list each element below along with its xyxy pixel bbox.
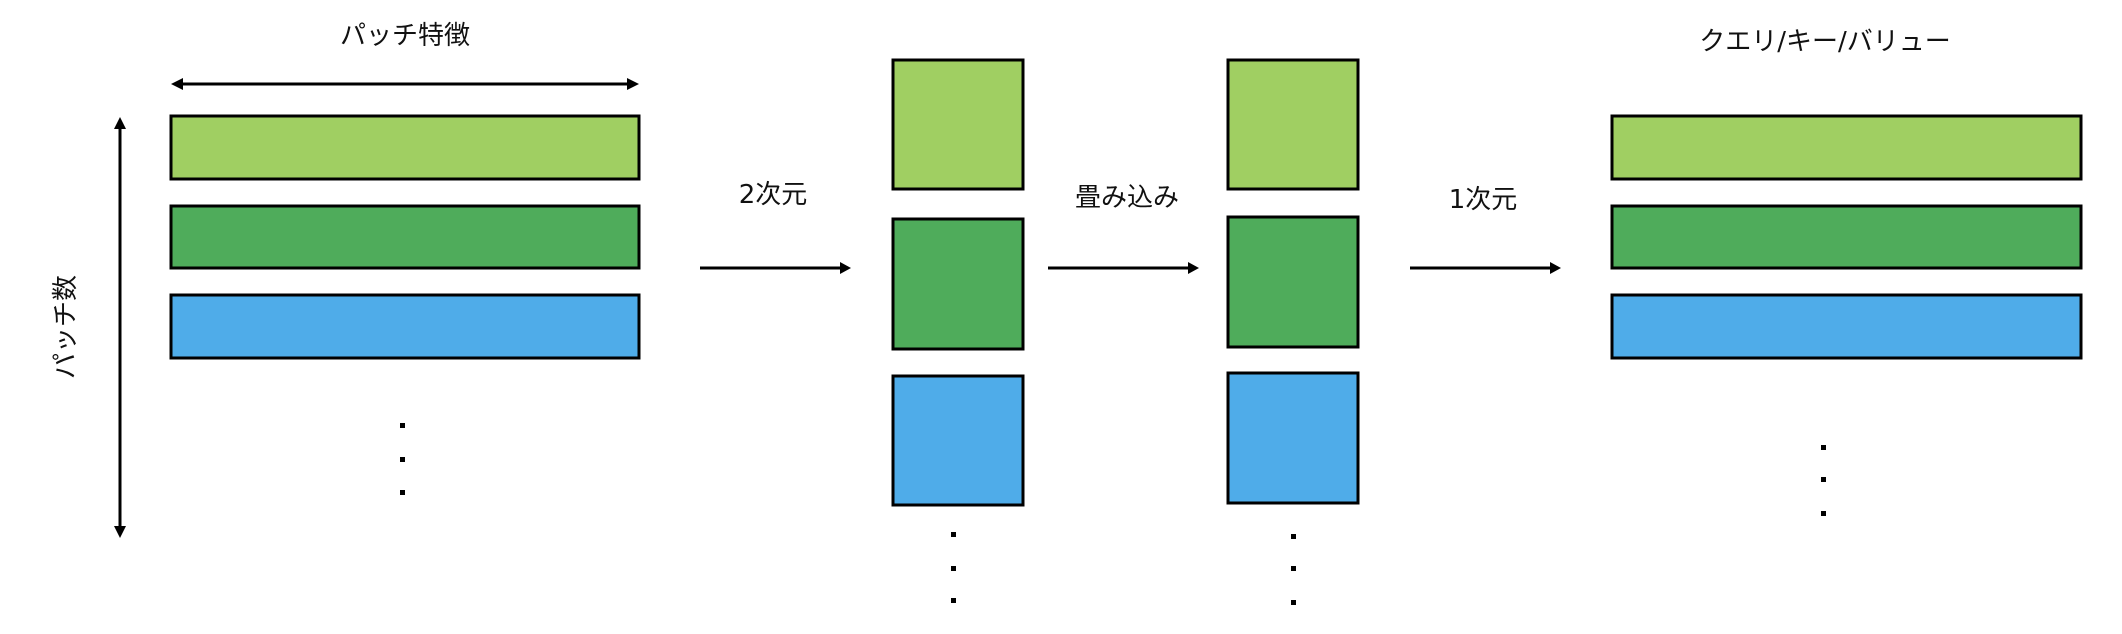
square-blue xyxy=(1226,371,1360,505)
arrow-right-icon xyxy=(1048,262,1199,274)
stage-reshaped-2d xyxy=(891,58,1025,603)
square-blue xyxy=(891,374,1025,507)
label-patch-features: パッチ特徴 xyxy=(340,21,470,51)
square-light-green xyxy=(1226,58,1360,191)
arrow-right-icon xyxy=(700,262,851,274)
arrow-right-icon xyxy=(1410,262,1561,274)
square-green xyxy=(1226,215,1360,349)
square-light-green xyxy=(891,58,1025,191)
label-qkv: クエリ/キー/バリュー xyxy=(1699,27,1951,57)
bar-green xyxy=(1610,204,2083,270)
bar-light-green xyxy=(1610,114,2083,181)
transition-to-2d: 2次元 xyxy=(700,180,851,274)
bar-blue xyxy=(1610,293,2083,360)
double-arrow-horizontal-icon xyxy=(171,78,639,90)
ellipsis-vertical-icon xyxy=(951,532,956,603)
label-to-2d: 2次元 xyxy=(739,180,808,210)
ellipsis-vertical-icon xyxy=(1291,534,1296,605)
bar-light-green xyxy=(169,114,641,181)
transition-convolution: 畳み込み xyxy=(1048,183,1199,274)
ellipsis-vertical-icon xyxy=(1821,445,1826,516)
label-to-1d: 1次元 xyxy=(1449,185,1518,215)
stage-input-patch-features: パッチ特徴 パッチ数 xyxy=(51,21,641,538)
stage-convolved-2d xyxy=(1226,58,1360,605)
label-patch-count: パッチ数 xyxy=(51,275,81,379)
double-arrow-vertical-icon xyxy=(114,117,126,538)
square-green xyxy=(891,217,1025,351)
bar-green xyxy=(169,204,641,270)
ellipsis-vertical-icon xyxy=(400,423,405,495)
bar-blue xyxy=(169,293,641,360)
stage-query-key-value: クエリ/キー/バリュー xyxy=(1610,27,2083,516)
label-convolution: 畳み込み xyxy=(1075,183,1179,213)
transition-to-1d: 1次元 xyxy=(1410,185,1561,274)
